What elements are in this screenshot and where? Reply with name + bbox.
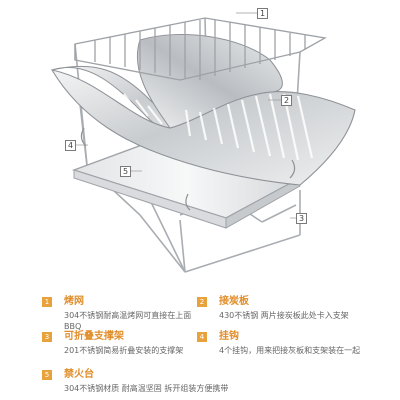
legend-title: 可折叠支撑架 bbox=[64, 331, 124, 342]
product-photo-stainless-grill bbox=[50, 12, 356, 273]
fire-tray bbox=[71, 141, 302, 229]
legend-number: 4 bbox=[197, 332, 207, 342]
legend-number: 3 bbox=[42, 332, 52, 342]
callout-4: 4 bbox=[65, 140, 76, 151]
legend-number: 1 bbox=[42, 297, 52, 307]
legend-title: 禁火台 bbox=[64, 369, 94, 380]
legend-description: 4个挂钩，用来把接灰板和支架装在一起 bbox=[219, 346, 361, 355]
legend-description: 304不锈钢材质 耐高温坚固 拆开组装方便携带 bbox=[64, 384, 229, 393]
legend-description: 430不锈钢 两片接炭板此处卡入支架 bbox=[219, 311, 349, 320]
callout-3: 3 bbox=[296, 213, 307, 224]
callout-2: 2 bbox=[281, 95, 292, 106]
legend-description: 201不锈钢简易折叠安装的支撑架 bbox=[64, 346, 184, 355]
legend-description: 304不锈钢耐高温烤网可直接在上面BBQ bbox=[64, 311, 192, 331]
callout-1: 1 bbox=[257, 8, 268, 19]
legend-number: 5 bbox=[42, 370, 52, 380]
legend-title: 接炭板 bbox=[219, 296, 249, 307]
callout-leaders bbox=[76, 12, 296, 219]
legend-title: 挂钩 bbox=[219, 331, 239, 342]
charcoal-plates bbox=[50, 34, 356, 186]
grill-grate bbox=[74, 17, 327, 81]
hooks bbox=[80, 127, 296, 211]
callout-5: 5 bbox=[120, 166, 131, 177]
legend-number: 2 bbox=[197, 297, 207, 307]
legend-title: 烤网 bbox=[64, 296, 84, 307]
